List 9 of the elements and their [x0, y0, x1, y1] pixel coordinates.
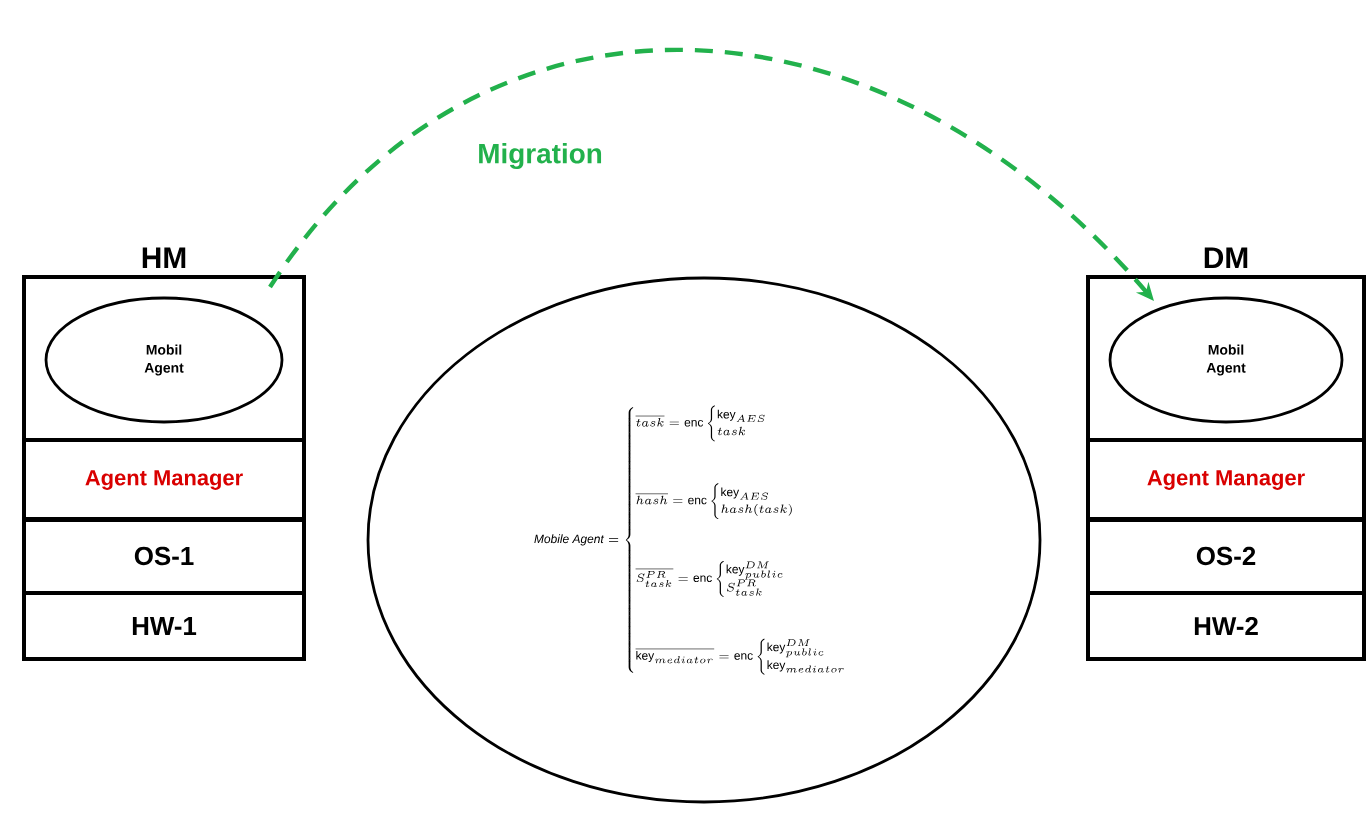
node-label: HM — [142, 247, 186, 268]
layer-band: OS-2 — [1086, 517, 1366, 595]
node-label: DM — [1204, 247, 1248, 268]
edge-label: Migration — [479, 142, 602, 170]
layer-band: OS-1 — [22, 517, 306, 595]
layer-band: HW-1 — [22, 591, 306, 661]
layer-band: Agent Manager — [22, 438, 306, 522]
layer-band: HW-2 — [1086, 591, 1366, 661]
layer-band: Agent Manager — [1086, 438, 1366, 522]
